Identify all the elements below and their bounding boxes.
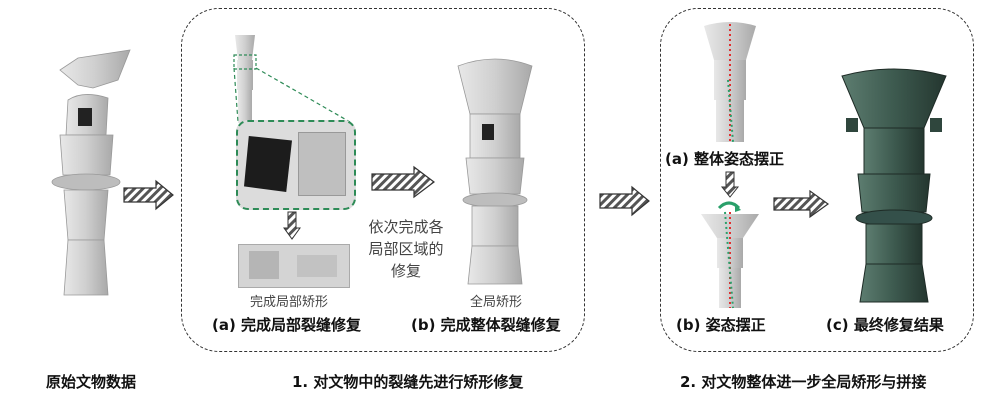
final-result-caption: (c) 最终修复结果 — [826, 316, 944, 334]
down-arrow-pose — [720, 171, 740, 198]
arrow-to-step2 — [599, 185, 650, 217]
sequential-repair-note: 依次完成各 局部区域的 修复 — [368, 218, 444, 280]
arrow-to-step1 — [123, 179, 174, 211]
pose-align-caption: (a) 整体姿态摆正 — [665, 150, 785, 168]
arrow-to-final — [773, 189, 830, 219]
step1-panel — [181, 8, 585, 352]
final-restored-artifact — [841, 68, 947, 303]
pose-rotate-artifact — [701, 201, 759, 309]
down-arrow-local — [283, 211, 301, 240]
local-correction-sublabel: 完成局部矫形 — [250, 295, 329, 310]
pose-align-artifact-top — [704, 22, 756, 143]
zoom-detail-box — [236, 120, 356, 210]
local-result-image — [238, 244, 350, 288]
step1-title: 1. 对文物中的裂缝先进行矫形修复 — [292, 373, 524, 391]
original-artifact-image — [51, 49, 131, 296]
local-repair-caption: (a) 完成局部裂缝修复 — [212, 316, 362, 334]
step2-panel — [660, 8, 974, 352]
pose-correct-caption: (b) 姿态摆正 — [676, 316, 766, 334]
global-correction-sublabel: 全局矫形 — [470, 295, 523, 310]
zoom-guide-lines — [233, 67, 351, 123]
original-data-label: 原始文物数据 — [46, 373, 137, 391]
global-corrected-artifact — [457, 58, 533, 285]
step2-title: 2. 对文物整体进一步全局矫形与拼接 — [680, 373, 927, 391]
step1-small-artifact — [233, 35, 257, 123]
arrow-local-to-global — [371, 165, 435, 199]
global-repair-caption: (b) 完成整体裂缝修复 — [411, 316, 561, 334]
